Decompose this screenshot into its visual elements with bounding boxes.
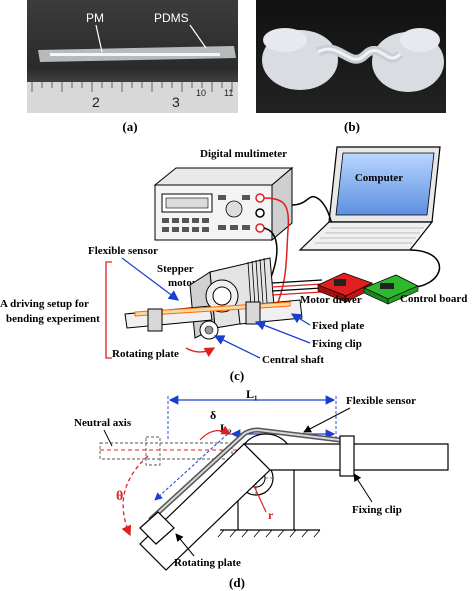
label-flexible-sensor: Flexible sensor — [88, 245, 158, 257]
panel-b: (b) — [256, 0, 446, 134]
rotating-clip-d — [139, 511, 175, 545]
label-rotating-plate-d: Rotating plate — [174, 557, 241, 569]
clip-right — [245, 301, 261, 325]
fixing-clip-d — [339, 435, 355, 477]
label-control-board: Control board — [400, 293, 467, 305]
ruler-ticks — [31, 82, 233, 92]
red-lead — [263, 197, 290, 311]
label-stepper: Stepper — [157, 263, 194, 275]
caption-c: (c) — [230, 368, 244, 383]
label-computer: Computer — [355, 172, 403, 184]
control-board — [362, 274, 419, 305]
label-multimeter: Digital multimeter — [200, 148, 287, 160]
ruler-mark: 10 — [196, 88, 206, 98]
caption-a: (a) — [122, 119, 137, 134]
pm-pointer — [95, 24, 103, 53]
ruler — [27, 82, 238, 113]
pm-strip — [50, 53, 220, 56]
label-l1: L₁ — [246, 387, 258, 401]
ruler-mark: 11 — [224, 88, 233, 98]
pointer-fixed-plate — [290, 313, 311, 326]
caption-b: (b) — [344, 119, 360, 134]
label-rotating-plate: Rotating plate — [112, 348, 179, 360]
rotation-arrow — [185, 347, 216, 358]
label-neutral-axis: Neutral axis — [74, 417, 132, 429]
digital-multimeter — [153, 166, 294, 242]
rotating-plate-d — [139, 443, 271, 571]
label-fixed-plate: Fixed plate — [312, 320, 364, 332]
initial-plate-outline — [99, 442, 233, 460]
panel-c: Digital multimeter — [0, 146, 467, 383]
clip-left — [147, 308, 163, 332]
ruler-mark: 3 — [172, 94, 180, 110]
label-setup-1: A driving setup for — [0, 298, 89, 310]
computer — [298, 146, 441, 251]
pdms-pointer — [189, 24, 207, 49]
delta-arc — [199, 425, 232, 441]
label-theta: θ — [116, 489, 123, 504]
panel-d: Neutral axis L₁ L₂ δ — [74, 387, 449, 590]
bent-length-guide — [154, 429, 233, 501]
pointer-fixing-clip-d — [353, 473, 373, 503]
label-flexible-sensor-d: Flexible sensor — [346, 395, 416, 407]
pointer-fixing-clip — [254, 320, 311, 344]
label-central-shaft: Central shaft — [262, 354, 324, 366]
pointer-flexible-sensor — [121, 257, 180, 301]
setup-brace — [105, 261, 112, 359]
label-pdms: PDMS — [154, 11, 189, 25]
usb-cable — [404, 249, 441, 288]
initial-clip-outline — [145, 436, 161, 466]
bending-fixture — [124, 299, 303, 358]
label-motor-driver: Motor driver — [300, 294, 362, 306]
caption-d: (d) — [229, 575, 245, 590]
motor-wires — [271, 279, 323, 296]
pointer-rotating-plate-d — [175, 533, 195, 557]
theta-arc — [121, 455, 149, 537]
label-r: r — [268, 508, 274, 522]
label-delta: δ — [210, 408, 216, 422]
label-setup-2: bending experiment — [6, 313, 100, 325]
pointer-flexible-sensor-d — [303, 407, 351, 433]
label-pm: PM — [86, 11, 104, 25]
panel-a: 2 3 10 11 PM PDMS (a) — [27, 0, 238, 134]
pointer-central-shaft — [213, 335, 261, 359]
label-l2: L₂ — [220, 421, 232, 435]
label-fixing-clip-d: Fixing clip — [352, 504, 402, 516]
multimeter-cable — [291, 195, 333, 223]
pointer-neutral-axis — [103, 429, 113, 447]
ruler-mark: 2 — [92, 94, 100, 110]
label-fixing-clip: Fixing clip — [312, 338, 362, 350]
